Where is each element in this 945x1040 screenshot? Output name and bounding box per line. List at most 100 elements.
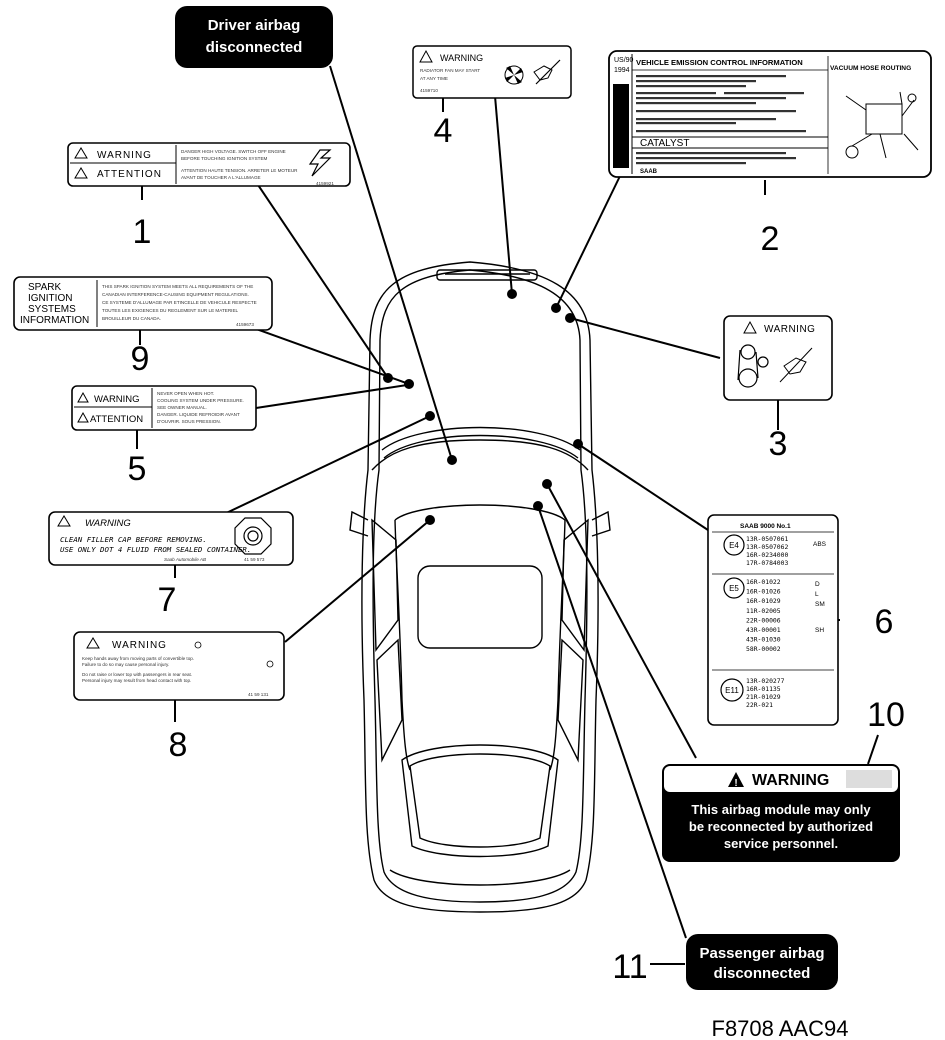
label-6-approval-line: 16R-01022 (746, 578, 781, 586)
label-1-code: 4159921 (316, 181, 334, 186)
label-6-approval-line: 13R-0507062 (746, 543, 788, 551)
label-6-e4-lines: 13R-050706113R-050706216R-023400017R-078… (746, 535, 788, 567)
label-6-e11: E11 (725, 686, 739, 695)
label-7-line2: USE ONLY DOT 4 FLUID FROM SEALED CONTAIN… (60, 545, 251, 554)
svg-text:AT ANY TIME: AT ANY TIME (420, 76, 448, 81)
number-3: 3 (769, 425, 788, 463)
location-dot (383, 373, 393, 383)
number-11: 11 (612, 948, 647, 986)
driver-airbag-line1: Driver airbag (208, 17, 301, 34)
number-5: 5 (128, 450, 147, 488)
number-9: 9 (131, 340, 150, 378)
svg-text:D'OUVRIR. SOUS PRESSION.: D'OUVRIR. SOUS PRESSION. (157, 419, 221, 424)
svg-text:!: ! (734, 778, 737, 789)
svg-text:Do not raise or lower top with: Do not raise or lower top with passenger… (82, 672, 192, 677)
label-6-approval-line: 17R-0784003 (746, 559, 788, 567)
svg-text:ATTENTION HAUTE TENSION. ARRET: ATTENTION HAUTE TENSION. ARRETER LE MOTE… (181, 168, 298, 173)
label-5-attention: ATTENTION (90, 414, 143, 425)
svg-text:CE SYSTEME D'ALLUMAGE PAR ETIN: CE SYSTEME D'ALLUMAGE PAR ETINCELLE DE V… (102, 300, 257, 305)
label-4: WARNING RADIATOR FAN MAY START AT ANY TI… (412, 45, 572, 99)
label-6-e5: E5 (729, 584, 739, 593)
label-6: SAAB 9000 No.1 E4 13R-050706113R-0507062… (707, 514, 839, 726)
passenger-airbag-callout: Passenger airbag disconnected (686, 934, 838, 990)
label-7-maker: Saab Automobile AB (164, 557, 206, 562)
label-5: WARNING ATTENTION NEVER OPEN WHEN HOT. C… (71, 385, 257, 431)
label-3: WARNING (723, 315, 833, 401)
label-6-e5-tags: DL SM SH (815, 581, 825, 634)
label-6-e5-tag: D (815, 581, 820, 588)
svg-text:Personal injury may result fro: Personal injury may result from head con… (82, 678, 191, 683)
label-6-e5-tag: L (815, 591, 819, 598)
label-1: WARNING ATTENTION DANGER HIGH VOLTAGE. S… (67, 142, 351, 187)
label-2-brand: SAAB (640, 169, 658, 175)
label-3-warning: WARNING (764, 324, 815, 335)
location-dot (425, 515, 435, 525)
label-9-line3: SYSTEMS (28, 304, 76, 315)
label-9-line1: SPARK (28, 282, 61, 293)
label-6-approval-line: 16R-01135 (746, 685, 781, 693)
label-2: US/90 1994 VEHICLE EMISSION CONTROL INFO… (608, 50, 932, 178)
label-6-approval-line: 22R-00006 (746, 616, 781, 624)
label-6-approval-line: 11R-02005 (746, 607, 781, 615)
label-4-code: 4159710 (420, 88, 438, 93)
label-9: SPARK IGNITION SYSTEMS INFORMATION THIS … (13, 276, 273, 331)
svg-text:DANGER. LIQUIDE REFROIDIR AVAN: DANGER. LIQUIDE REFROIDIR AVANT (157, 412, 240, 417)
label-10-line2: be reconnected by authorized (689, 819, 873, 834)
location-dot (425, 411, 435, 421)
svg-text:TOUTES LES EXIGENCES DU REGLEM: TOUTES LES EXIGENCES DU REGLEMENT SUR LE… (102, 308, 239, 313)
label-10-line1: This airbag module may only (691, 802, 871, 817)
label-7: WARNING CLEAN FILLER CAP BEFORE REMOVING… (48, 511, 294, 566)
location-dot (533, 501, 543, 511)
svg-text:NEVER OPEN WHEN HOT.: NEVER OPEN WHEN HOT. (157, 391, 214, 396)
driver-airbag-line2: disconnected (206, 39, 303, 56)
label-9-line4: INFORMATION (20, 315, 89, 326)
svg-text:Failure to do so may cause per: Failure to do so may cause personal inju… (82, 662, 169, 667)
vacuum-hose-schematic-icon (845, 91, 919, 159)
label-1-attention: ATTENTION (97, 169, 162, 180)
svg-text:THIS SPARK IGNITION SYSTEM MEE: THIS SPARK IGNITION SYSTEM MEETS ALL REQ… (102, 284, 253, 289)
location-dot (573, 439, 583, 449)
number-4: 4 (434, 112, 453, 150)
svg-text:RADIATOR FAN MAY START: RADIATOR FAN MAY START (420, 68, 480, 73)
svg-text:Keep hands away from moving pa: Keep hands away from moving parts of con… (82, 656, 194, 661)
location-dot (507, 289, 517, 299)
label-4-warning: WARNING (440, 53, 483, 63)
svg-text:AVANT DE TOUCHER A L'ALLUMAGE: AVANT DE TOUCHER A L'ALLUMAGE (181, 175, 261, 180)
label-6-e5-tag: SH (815, 627, 824, 634)
label-2-year-bottom: 1994 (614, 67, 630, 74)
passenger-airbag-line2: disconnected (714, 965, 811, 982)
label-8-code: 41 59 131 (248, 692, 269, 697)
fan-icon (504, 65, 524, 85)
number-7: 7 (158, 581, 177, 619)
location-dot (542, 479, 552, 489)
label-6-approval-line: 43R-00001 (746, 626, 781, 634)
location-dot (447, 455, 457, 465)
leader-lines (136, 65, 879, 965)
number-8: 8 (169, 726, 188, 764)
label-7-warning: WARNING (85, 518, 131, 529)
label-2-year-top: US/90 (614, 57, 634, 64)
label-6-approval-line: 58R-00002 (746, 645, 781, 653)
svg-text:COOLING SYSTEM UNDER PRESSURE.: COOLING SYSTEM UNDER PRESSURE. (157, 398, 244, 403)
hand-prohibited-icon (779, 347, 813, 383)
label-6-approval-line: 43R-01030 (746, 636, 781, 644)
label-6-e4: E4 (729, 541, 739, 550)
figure-code: F8708 AAC94 (712, 1016, 849, 1040)
label-6-e5-lines: 16R-0102216R-0102616R-0102911R-0200522R-… (746, 578, 781, 653)
car-top-view (349, 261, 611, 913)
svg-text:CANADIAN INTERFERENCE-CAUSING: CANADIAN INTERFERENCE-CAUSING EQUIPMENT … (102, 292, 249, 297)
svg-text:DANGER HIGH VOLTAGE. SWITCH OF: DANGER HIGH VOLTAGE. SWITCH OFF ENGINE (181, 149, 286, 154)
drive-belt-icon (737, 344, 769, 388)
label-8: WARNING Keep hands away from moving part… (73, 631, 285, 701)
label-10-line3: service personnel. (724, 836, 838, 851)
label-9-code: 4159673 (236, 322, 254, 327)
high-voltage-icon (308, 149, 332, 177)
label-6-approval-line: 22R-021 (746, 701, 773, 709)
label-10: ! WARNING This airbag module may only be… (662, 764, 900, 862)
label-8-warning: WARNING (112, 640, 167, 651)
number-2: 2 (761, 220, 780, 258)
label-6-e5-tag: SM (815, 601, 825, 608)
label-6-approval-line: 21R-01029 (746, 693, 781, 701)
